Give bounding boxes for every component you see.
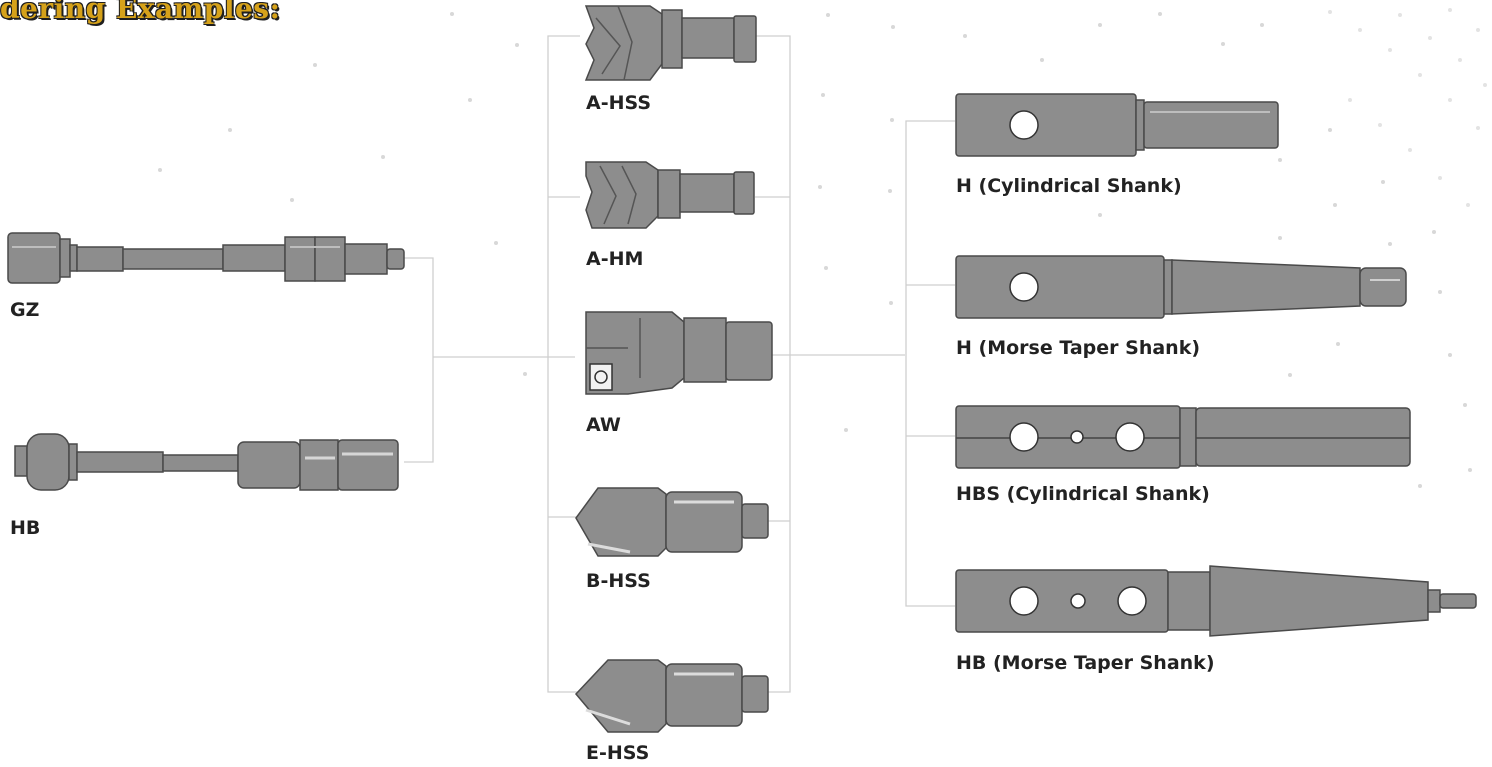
a-hss-tool	[584, 5, 757, 81]
label-h-morse-taper-shank: H (Morse Taper Shank)	[956, 337, 1201, 359]
b-hss-tool	[575, 487, 769, 557]
label-hb: HB	[10, 517, 41, 539]
label-a-hss: A-HSS	[586, 92, 652, 114]
h-cylindrical-shank-tool	[955, 93, 1279, 157]
hb-tool	[14, 433, 399, 491]
ordering-examples-title: dering Examples:	[0, 0, 281, 25]
h-morse-taper-shank-tool	[955, 255, 1407, 319]
aw-tool	[585, 311, 773, 395]
label-aw: AW	[586, 414, 621, 436]
hb-morse-taper-shank-tool	[955, 565, 1477, 637]
label-hbs-cylindrical-shank: HBS (Cylindrical Shank)	[956, 483, 1210, 505]
gz-tool	[7, 232, 405, 284]
label-a-hm: A-HM	[586, 248, 644, 270]
e-hss-tool	[574, 659, 769, 733]
label-b-hss: B-HSS	[586, 570, 651, 592]
hbs-cylindrical-shank-tool	[955, 405, 1411, 469]
label-e-hss: E-HSS	[586, 742, 650, 764]
label-gz: GZ	[10, 299, 40, 321]
a-hm-tool	[585, 161, 755, 229]
label-hb-morse-taper-shank: HB (Morse Taper Shank)	[956, 652, 1215, 674]
label-h-cylindrical-shank: H (Cylindrical Shank)	[956, 175, 1182, 197]
